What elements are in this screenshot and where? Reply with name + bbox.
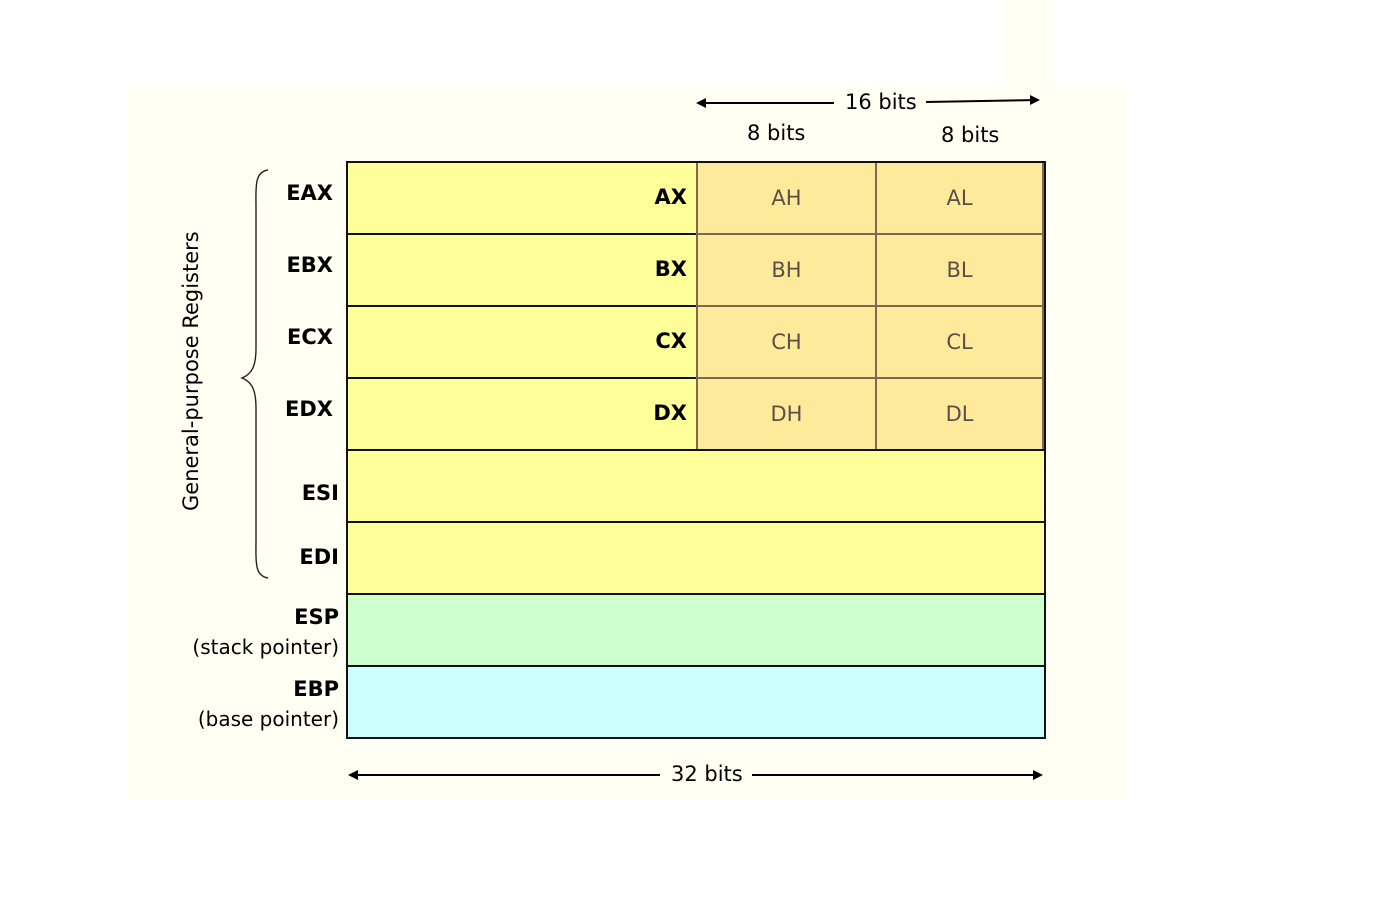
sub-register-16: AX [654, 185, 687, 209]
sub-register-16: BX [654, 257, 687, 281]
byte-low: CL [875, 305, 1044, 379]
register-name: ESI [301, 481, 339, 505]
sub-register-16: CX [655, 329, 687, 353]
arrow-16-bits [696, 95, 1040, 108]
byte-low: BL [875, 233, 1044, 307]
register-name: EBP [293, 677, 339, 701]
general-purpose-label: General-purpose Registers [179, 231, 203, 511]
curly-brace [240, 169, 269, 579]
byte-high: CH [696, 305, 877, 379]
register-name: EDI [299, 545, 339, 569]
register-name: ECX [287, 325, 333, 349]
label-16-bits: 16 bits [845, 90, 917, 114]
label-8-bits-high: 8 bits [747, 121, 806, 145]
register-name: EAX [286, 181, 333, 205]
register-row-ebp [346, 665, 1046, 739]
sub-register-16: DX [653, 401, 687, 425]
label-32-bits: 32 bits [671, 762, 743, 786]
register-name: EDX [285, 397, 333, 421]
register-description: (stack pointer) [192, 635, 339, 659]
byte-high: BH [696, 233, 877, 307]
register-name: EBX [286, 253, 333, 277]
byte-low: DL [875, 377, 1044, 451]
register-row-esi [346, 449, 1046, 523]
register-description: (base pointer) [197, 707, 339, 731]
label-8-bits-low: 8 bits [941, 123, 1000, 147]
register-name: ESP [294, 605, 339, 629]
register-row-edi [346, 521, 1046, 595]
byte-low: AL [875, 161, 1044, 235]
background-tint-top [1003, 0, 1051, 88]
byte-high: DH [696, 377, 877, 451]
byte-high: AH [696, 161, 877, 235]
register-row-esp [346, 593, 1046, 667]
arrow-32-bits [348, 770, 1043, 780]
